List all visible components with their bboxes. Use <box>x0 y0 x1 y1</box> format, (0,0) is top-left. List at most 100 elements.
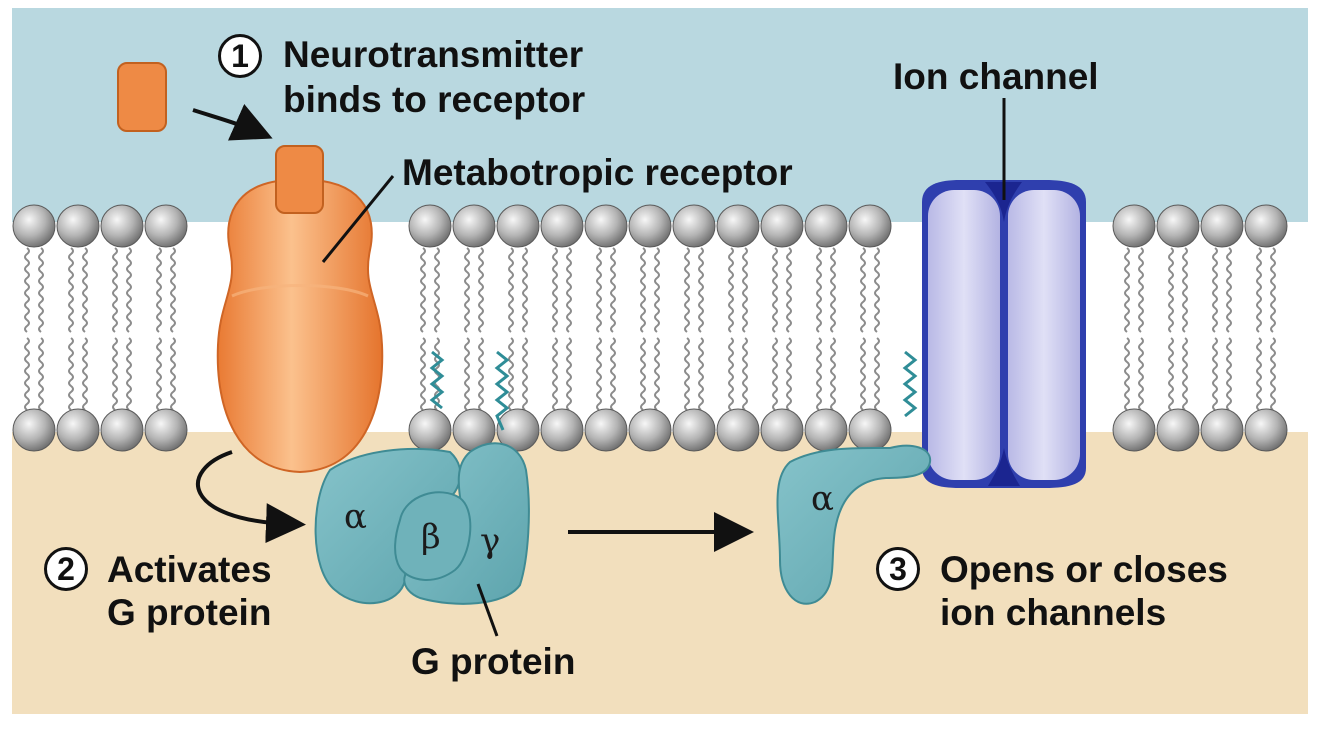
binding-arrow-icon <box>192 103 273 141</box>
lipid-tail <box>728 337 734 411</box>
lipid-tail <box>640 247 646 333</box>
lipid-tail <box>1124 247 1130 333</box>
lipid-tail <box>596 337 602 411</box>
lipid-tail <box>566 247 572 333</box>
phospholipid-head <box>1156 204 1200 248</box>
lipid-tail <box>508 337 514 411</box>
phospholipid-head <box>144 408 188 452</box>
lipid-tail <box>112 337 118 411</box>
phospholipid-head <box>12 408 56 452</box>
lipid-tail <box>38 247 44 333</box>
lipid-tail <box>24 247 30 333</box>
lipid-tail <box>1138 337 1144 411</box>
phospholipid-head <box>408 204 452 248</box>
lipid-tail <box>1226 337 1232 411</box>
lipid-tail <box>1226 247 1232 333</box>
phospholipid-head <box>540 408 584 452</box>
lipid-tail <box>566 337 572 411</box>
lipid-tail <box>698 337 704 411</box>
released-alpha-subunit <box>776 444 932 605</box>
lipid-tail <box>1212 247 1218 333</box>
receptor-leader-line <box>321 175 395 263</box>
lipid-tail <box>640 337 646 411</box>
phospholipid-head <box>56 408 100 452</box>
lipid-tail <box>772 337 778 411</box>
lipid-tail <box>464 247 470 333</box>
step-1-label-line2: binds to receptor <box>283 79 586 120</box>
phospholipid-head <box>540 204 584 248</box>
lipid-tail <box>522 247 528 333</box>
step-2-label-line1: Activates <box>107 549 272 590</box>
beta-subunit-label: β <box>421 517 441 557</box>
lipid-tail <box>508 247 514 333</box>
gamma-subunit-label: γ <box>480 521 501 561</box>
lipid-tail <box>434 337 440 411</box>
phospholipid-head <box>716 408 760 452</box>
phospholipid-head <box>584 408 628 452</box>
lipid-tail <box>728 247 734 333</box>
phospholipid-head <box>716 204 760 248</box>
lipid-tail <box>420 337 426 411</box>
lipid-tail <box>156 337 162 411</box>
phospholipid-head <box>1112 204 1156 248</box>
lipid-tail <box>434 247 440 333</box>
lipid-tail <box>772 247 778 333</box>
lipid-tail <box>1256 247 1262 333</box>
phospholipid-head <box>672 204 716 248</box>
lipid-tail <box>552 247 558 333</box>
lipid-tail <box>1182 247 1188 333</box>
lipid-tail <box>1168 337 1174 411</box>
lipid-tail <box>82 337 88 411</box>
phospholipid-head <box>496 408 540 452</box>
lipid-tail <box>1270 247 1276 333</box>
lipid-tail <box>1182 337 1188 411</box>
lipid-tail <box>860 337 866 411</box>
lipid-tail <box>522 337 528 411</box>
lipid-tail <box>112 247 118 333</box>
lipid-tail <box>68 247 74 333</box>
step-2-label-line2: G protein <box>107 592 272 633</box>
phospholipid-head <box>628 204 672 248</box>
phospholipid-head <box>1200 408 1244 452</box>
lipid-tail <box>596 247 602 333</box>
lipid-tail <box>654 247 660 333</box>
lipid-tail <box>126 337 132 411</box>
released-alpha-label: α <box>811 479 834 519</box>
phospholipid-head <box>496 204 540 248</box>
phospholipid-head <box>1244 204 1288 248</box>
g-protein-leader-line <box>476 583 499 637</box>
lipid-tail <box>1168 247 1174 333</box>
lipid-tail <box>816 337 822 411</box>
phospholipid-head <box>760 204 804 248</box>
phospholipid-head <box>760 408 804 452</box>
step-1-label-line1: Neurotransmitter <box>283 34 584 75</box>
g-protein-label: G protein <box>411 641 576 682</box>
phospholipid-head <box>804 408 848 452</box>
phospholipid-head <box>1156 408 1200 452</box>
phospholipid-head <box>672 408 716 452</box>
lipid-tail <box>684 247 690 333</box>
phospholipid-head <box>12 204 56 248</box>
phospholipid-head <box>628 408 672 452</box>
phospholipid-heads <box>12 204 1288 452</box>
lipid-anchor-icon <box>429 350 918 431</box>
ion-channel-label: Ion channel <box>893 56 1099 97</box>
lipid-tail <box>1270 337 1276 411</box>
step-3-label-line2: ion channels <box>940 592 1167 633</box>
ion-channel <box>922 180 1086 488</box>
lipid-tail <box>786 247 792 333</box>
lipid-tail <box>874 337 880 411</box>
neurotransmitter <box>117 62 167 132</box>
cytoplasm <box>12 432 1308 714</box>
lipid-tail <box>684 337 690 411</box>
lipid-tail <box>1256 337 1262 411</box>
lipid-tail <box>698 247 704 333</box>
lipid-tail <box>1138 247 1144 333</box>
phospholipid-head <box>56 204 100 248</box>
alpha-subunit-label: α <box>344 497 367 537</box>
g-protein-beta <box>394 491 472 581</box>
step-2-marker: 2 <box>44 547 88 591</box>
phospholipid-head <box>848 408 892 452</box>
